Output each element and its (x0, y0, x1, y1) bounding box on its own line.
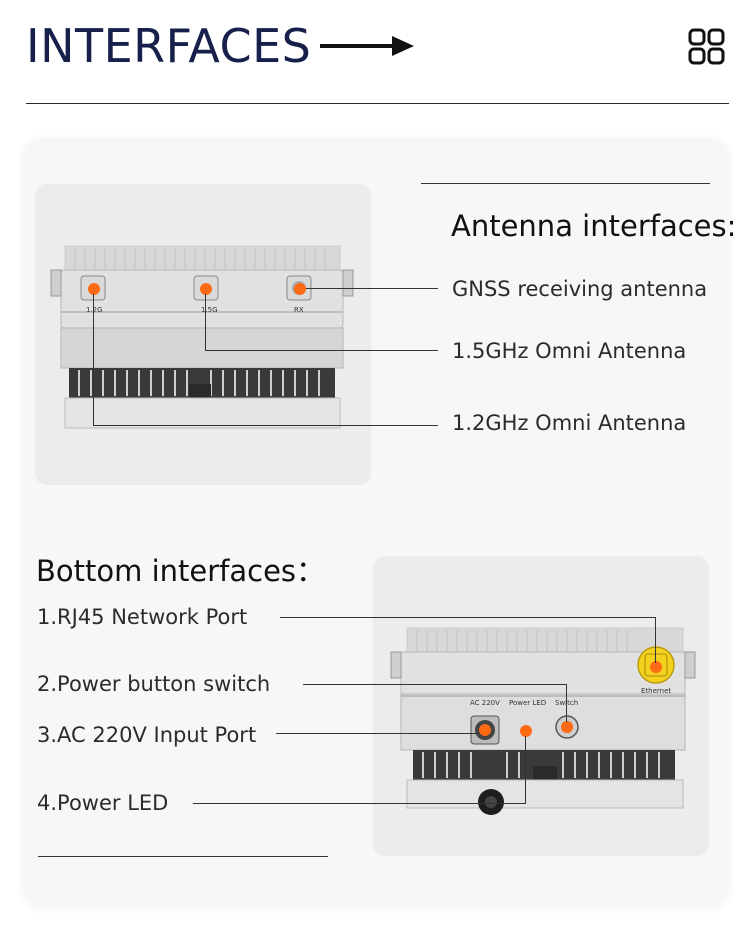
power-switch-dot (561, 721, 573, 733)
antenna-heading: Antenna interfaces: (451, 209, 737, 243)
leader-line-1-5g-horizontal (205, 350, 438, 351)
port-mark-2: 1.5G (201, 306, 218, 314)
connector-dot-1-5g (200, 283, 212, 295)
port-mark-3: RX (294, 306, 304, 314)
leader-switch-horizontal (303, 684, 567, 685)
antenna-top-rule (421, 183, 710, 184)
leader-led-horizontal (193, 803, 526, 804)
antenna-label-1-5g: 1.5GHz Omni Antenna (452, 339, 687, 363)
bottom-label-power-led: 4.Power LED (37, 791, 169, 815)
leader-led-vertical (525, 736, 526, 804)
power-led-dot (520, 725, 532, 737)
bottom-label-rj45: 1.RJ45 Network Port (37, 605, 248, 629)
leader-line-1-2g-horizontal (93, 425, 438, 426)
leader-rj45-vertical (655, 617, 656, 663)
grid-icon[interactable] (688, 28, 726, 66)
panel-mark-ethernet: Ethernet (641, 687, 672, 695)
header-divider (26, 103, 729, 104)
ethernet-port-dot (650, 661, 662, 673)
bottom-heading: Bottom interfaces： (36, 554, 326, 588)
bottom-label-power-switch: 2.Power button switch (37, 672, 271, 696)
panel-mark-ac: AC 220V (470, 699, 500, 707)
leader-rj45-horizontal (280, 617, 656, 618)
leader-ac-horizontal (276, 733, 480, 734)
bottom-photo-panel: AC 220V Power LED Switch Ethernet (373, 556, 709, 856)
antenna-photo-panel: 1.2G 1.5G RX (35, 184, 371, 485)
panel-mark-led: Power LED (509, 699, 547, 707)
connector-dot-1-2g (88, 283, 100, 295)
ac-input-dot (479, 724, 491, 736)
leader-switch-vertical (566, 684, 567, 722)
arrow-right-icon (320, 36, 414, 56)
antenna-label-1-2g: 1.2GHz Omni Antenna (452, 411, 687, 435)
leader-line-gnss (306, 288, 438, 289)
device-bottom-illustration (390, 627, 696, 815)
connector-dot-gnss (294, 283, 306, 295)
port-mark-1: 1.2G (86, 306, 103, 314)
device-top-illustration (50, 245, 354, 429)
antenna-label-gnss: GNSS receiving antenna (452, 277, 708, 301)
leader-line-1-5g-vertical (205, 294, 206, 351)
leader-line-1-2g-vertical (93, 294, 94, 426)
bottom-rule (38, 856, 328, 857)
bottom-label-ac-input: 3.AC 220V Input Port (37, 723, 257, 747)
page-title: INTERFACES (26, 19, 312, 73)
